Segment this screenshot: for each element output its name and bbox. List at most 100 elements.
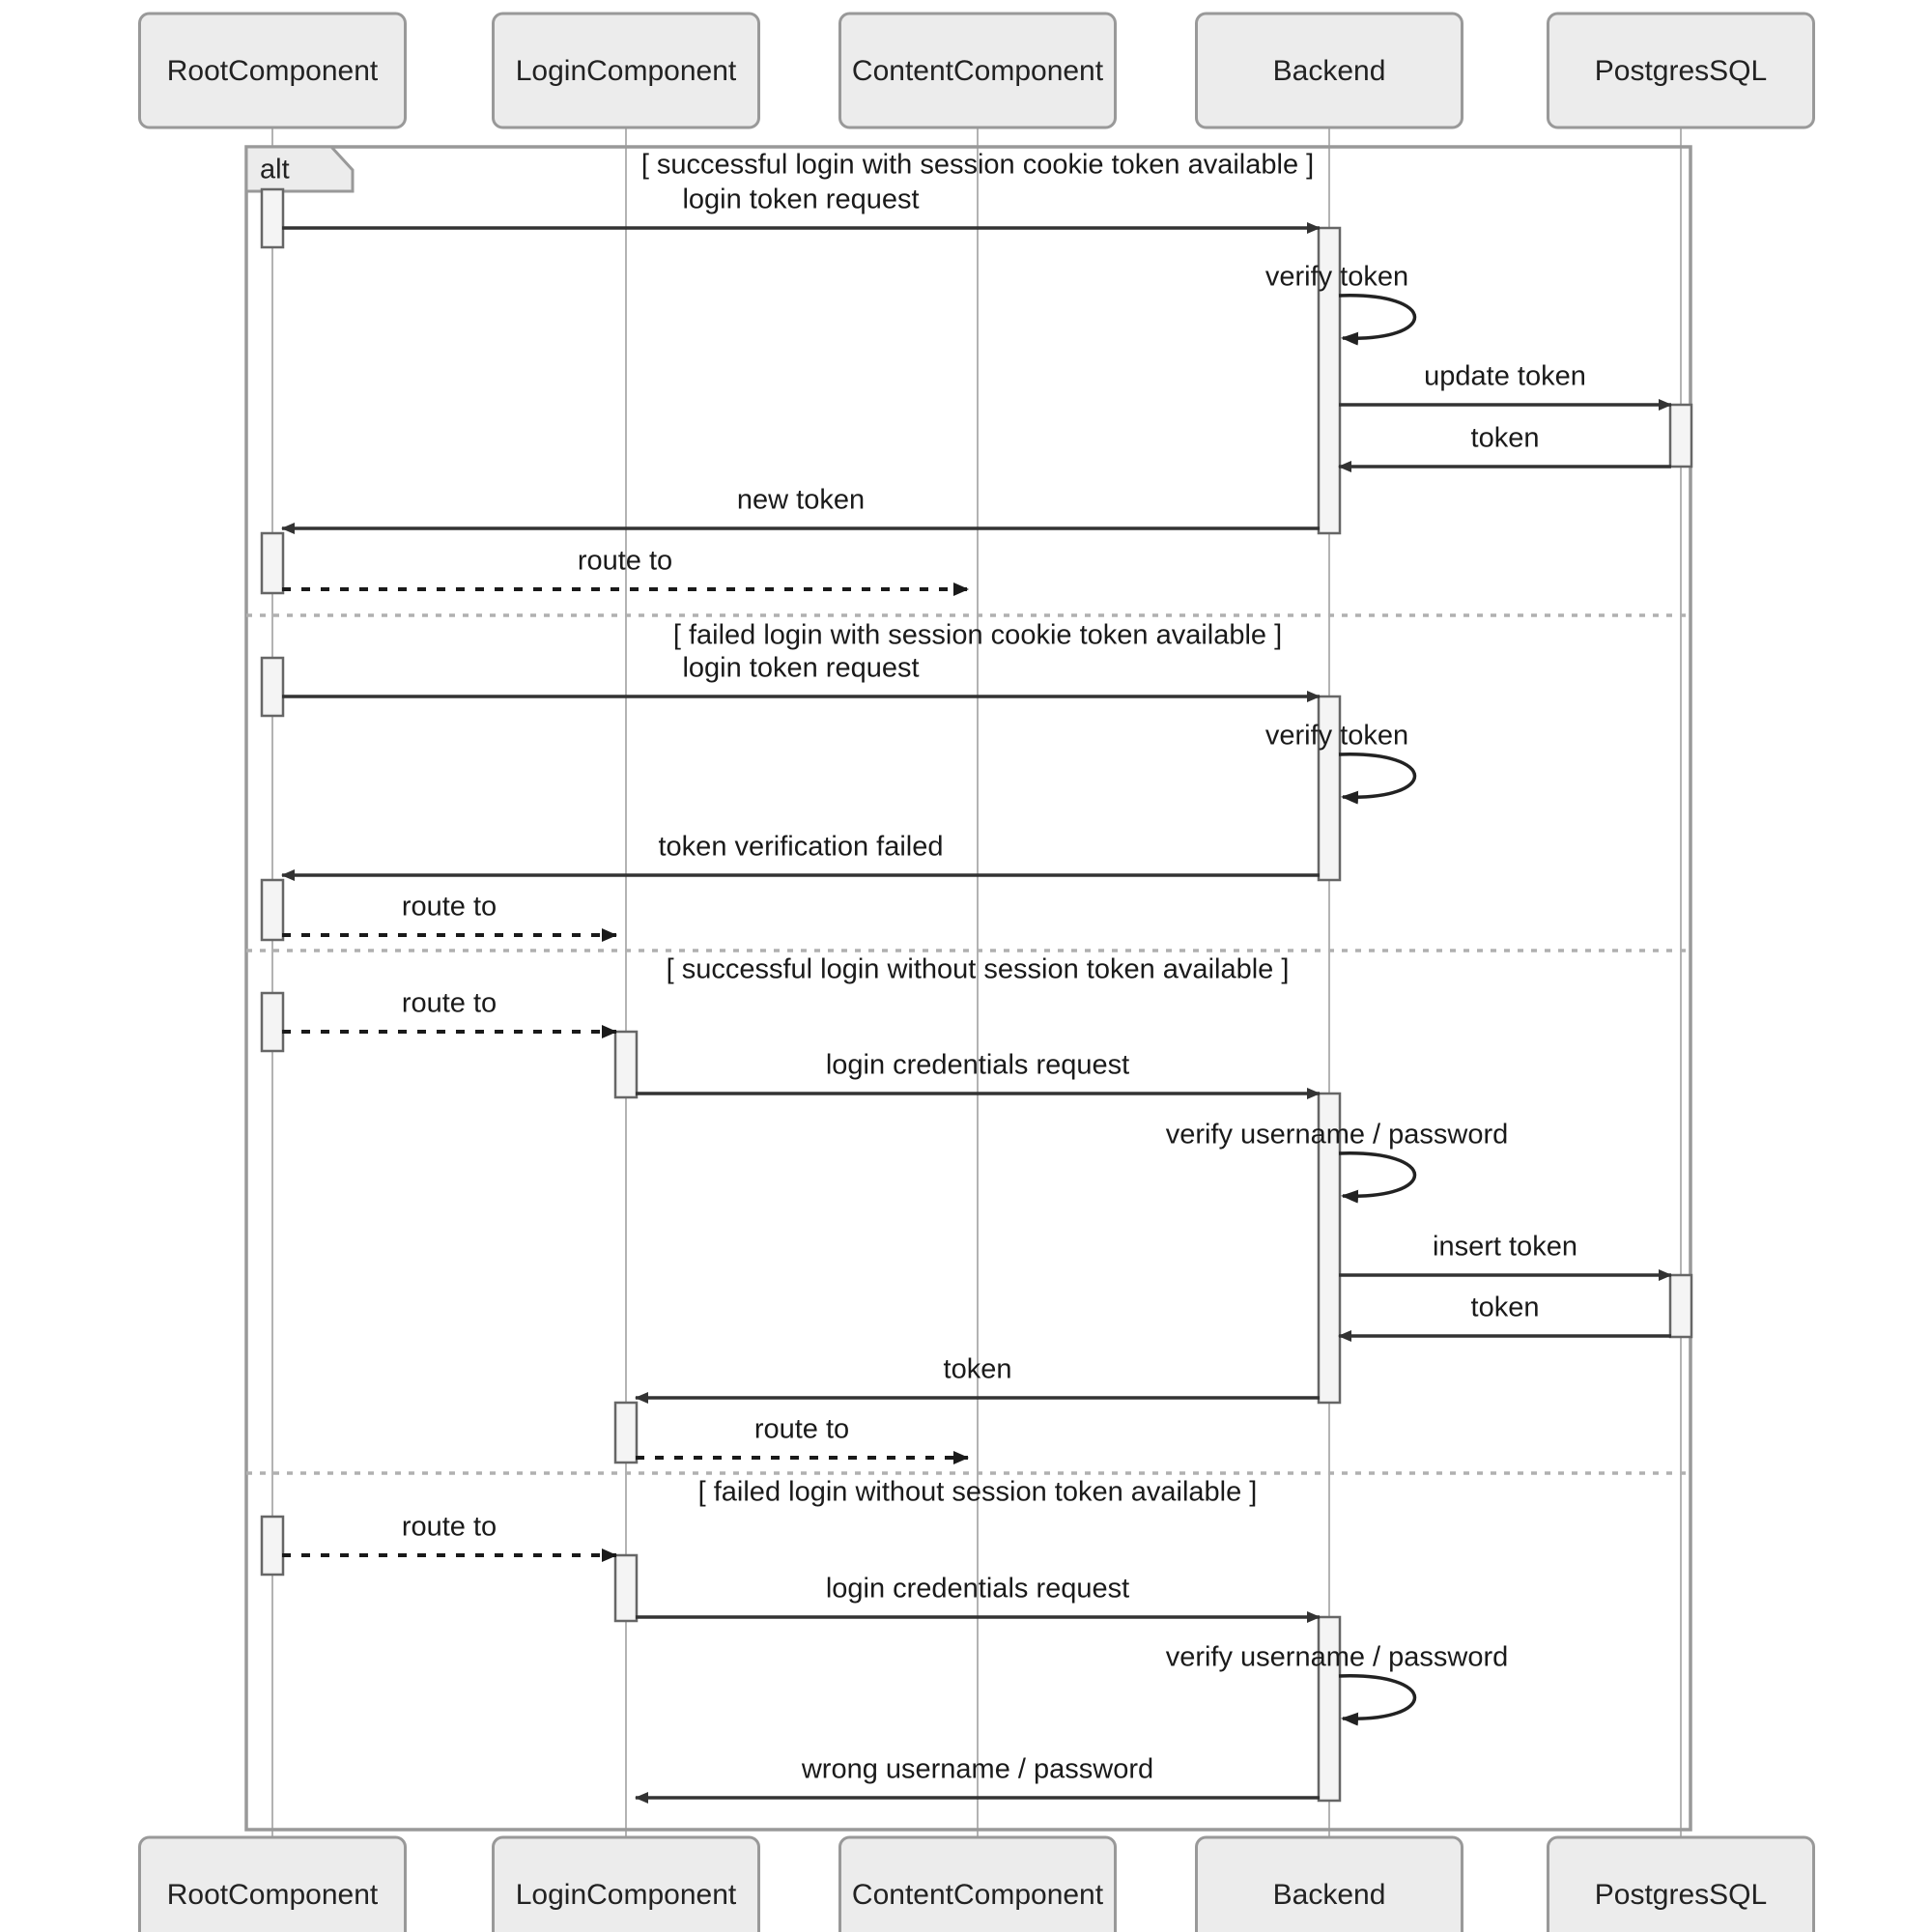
message-label: login token request	[682, 653, 919, 684]
activation-bar	[1668, 1273, 1693, 1339]
participant-bottom-postgressql[interactable]: PostgresSQL	[1547, 1835, 1815, 1932]
message: route to	[282, 1512, 617, 1562]
message-label: verify username / password	[1166, 1642, 1509, 1673]
participant-box[interactable]	[492, 1835, 760, 1932]
alt-frame-layer: alt[ successful login with session cooki…	[244, 145, 1692, 1832]
message: login token request	[282, 185, 1321, 234]
message-label: wrong username / password	[801, 1754, 1153, 1785]
participant-label: LoginComponent	[516, 1879, 737, 1911]
participant-bottom-backend[interactable]: Backend	[1195, 1835, 1463, 1932]
messages-layer: login token request verify token update to…	[281, 185, 1672, 1804]
participant-top-backend[interactable]: Backend	[1195, 12, 1463, 129]
participant-box[interactable]	[1195, 1835, 1463, 1932]
activation-bar	[613, 1030, 639, 1099]
message-label: login credentials request	[826, 1050, 1129, 1081]
message-label: login token request	[682, 185, 919, 215]
fragment-condition-label: [ successful login with session cookie t…	[641, 150, 1314, 181]
participant-label: Backend	[1273, 55, 1386, 87]
message: token	[635, 1354, 1320, 1404]
activation-bar	[1317, 226, 1342, 535]
participant-box[interactable]	[838, 1835, 1117, 1932]
self-message-loop	[1338, 1151, 1417, 1204]
fragment-condition-label: [ failed login with session cookie token…	[673, 620, 1282, 651]
alt-frame-tab	[244, 145, 355, 193]
activation-bar	[260, 531, 285, 595]
fragment-condition-label: [ successful login without session token…	[667, 954, 1290, 985]
message-label: verify token	[1265, 262, 1408, 293]
participant-label: PostgresSQL	[1595, 55, 1767, 87]
message: route to	[282, 988, 617, 1038]
participant-box[interactable]	[1195, 12, 1463, 129]
message: token	[1338, 1293, 1671, 1342]
message-label: update token	[1424, 361, 1586, 392]
participant-box[interactable]	[138, 1835, 407, 1932]
message-label: route to	[754, 1414, 849, 1445]
activation-bar	[260, 1515, 285, 1577]
participant-label: ContentComponent	[852, 55, 1104, 87]
message: verify username / password	[1166, 1120, 1509, 1204]
message: login credentials request	[636, 1050, 1321, 1099]
activation-bar	[260, 878, 285, 942]
participant-label: RootComponent	[167, 1879, 379, 1911]
message: wrong username / password	[635, 1754, 1320, 1804]
participant-top-contentcomponent[interactable]: ContentComponent	[838, 12, 1117, 129]
message-label: route to	[402, 892, 497, 923]
message: insert token	[1339, 1232, 1672, 1281]
participant-label: PostgresSQL	[1595, 1879, 1767, 1911]
message: login token request	[282, 653, 1321, 702]
message: verify username / password	[1166, 1642, 1509, 1726]
activation-bar	[1317, 695, 1342, 882]
activation-bar	[260, 991, 285, 1053]
message: route to	[282, 892, 617, 942]
message-label: route to	[402, 1512, 497, 1543]
participant-label: LoginComponent	[516, 55, 737, 87]
fragment-condition-label: [ failed login without session token ava…	[698, 1477, 1258, 1508]
participant-top-logincomponent[interactable]: LoginComponent	[492, 12, 760, 129]
message: token verification failed	[281, 832, 1320, 881]
activation-bar	[613, 1553, 639, 1623]
message-label: token	[1471, 423, 1540, 454]
activation-bar	[1668, 403, 1693, 469]
message: update token	[1339, 361, 1672, 411]
message-label: new token	[737, 485, 865, 516]
message-label: token	[1471, 1293, 1540, 1323]
message: verify token	[1265, 262, 1417, 346]
message: verify token	[1265, 721, 1417, 805]
message-label: route to	[578, 546, 672, 577]
activations-layer	[260, 187, 1693, 1803]
activation-bar	[260, 656, 285, 718]
participant-top-postgressql[interactable]: PostgresSQL	[1547, 12, 1815, 129]
participant-label: Backend	[1273, 1879, 1386, 1911]
self-message-loop	[1338, 753, 1417, 805]
participant-box[interactable]	[1547, 1835, 1815, 1932]
message: new token	[281, 485, 1320, 534]
activation-bar	[1317, 1615, 1342, 1803]
participant-bottom-contentcomponent[interactable]: ContentComponent	[838, 1835, 1117, 1932]
message-label: login credentials request	[826, 1574, 1129, 1605]
participant-label: ContentComponent	[852, 1879, 1104, 1911]
participant-top-rootcomponent[interactable]: RootComponent	[138, 12, 407, 129]
message-label: insert token	[1433, 1232, 1577, 1263]
participant-bottom-logincomponent[interactable]: LoginComponent	[492, 1835, 760, 1932]
message: token	[1338, 423, 1671, 472]
message: login credentials request	[636, 1574, 1321, 1623]
self-message-loop	[1338, 294, 1417, 346]
participant-box[interactable]	[838, 12, 1117, 129]
message-label: token verification failed	[659, 832, 944, 863]
message: route to	[636, 1414, 969, 1464]
participant-box[interactable]	[138, 12, 407, 129]
message: route to	[282, 546, 969, 596]
message-label: route to	[402, 988, 497, 1019]
participant-bottom-rootcomponent[interactable]: RootComponent	[138, 1835, 407, 1932]
participant-box[interactable]	[1547, 12, 1815, 129]
message-label: verify token	[1265, 721, 1408, 752]
participant-label: RootComponent	[167, 55, 379, 87]
activation-bar	[1317, 1092, 1342, 1405]
participant-box[interactable]	[492, 12, 760, 129]
message-label: verify username / password	[1166, 1120, 1509, 1151]
self-message-loop	[1338, 1674, 1417, 1726]
message-label: token	[944, 1354, 1012, 1385]
